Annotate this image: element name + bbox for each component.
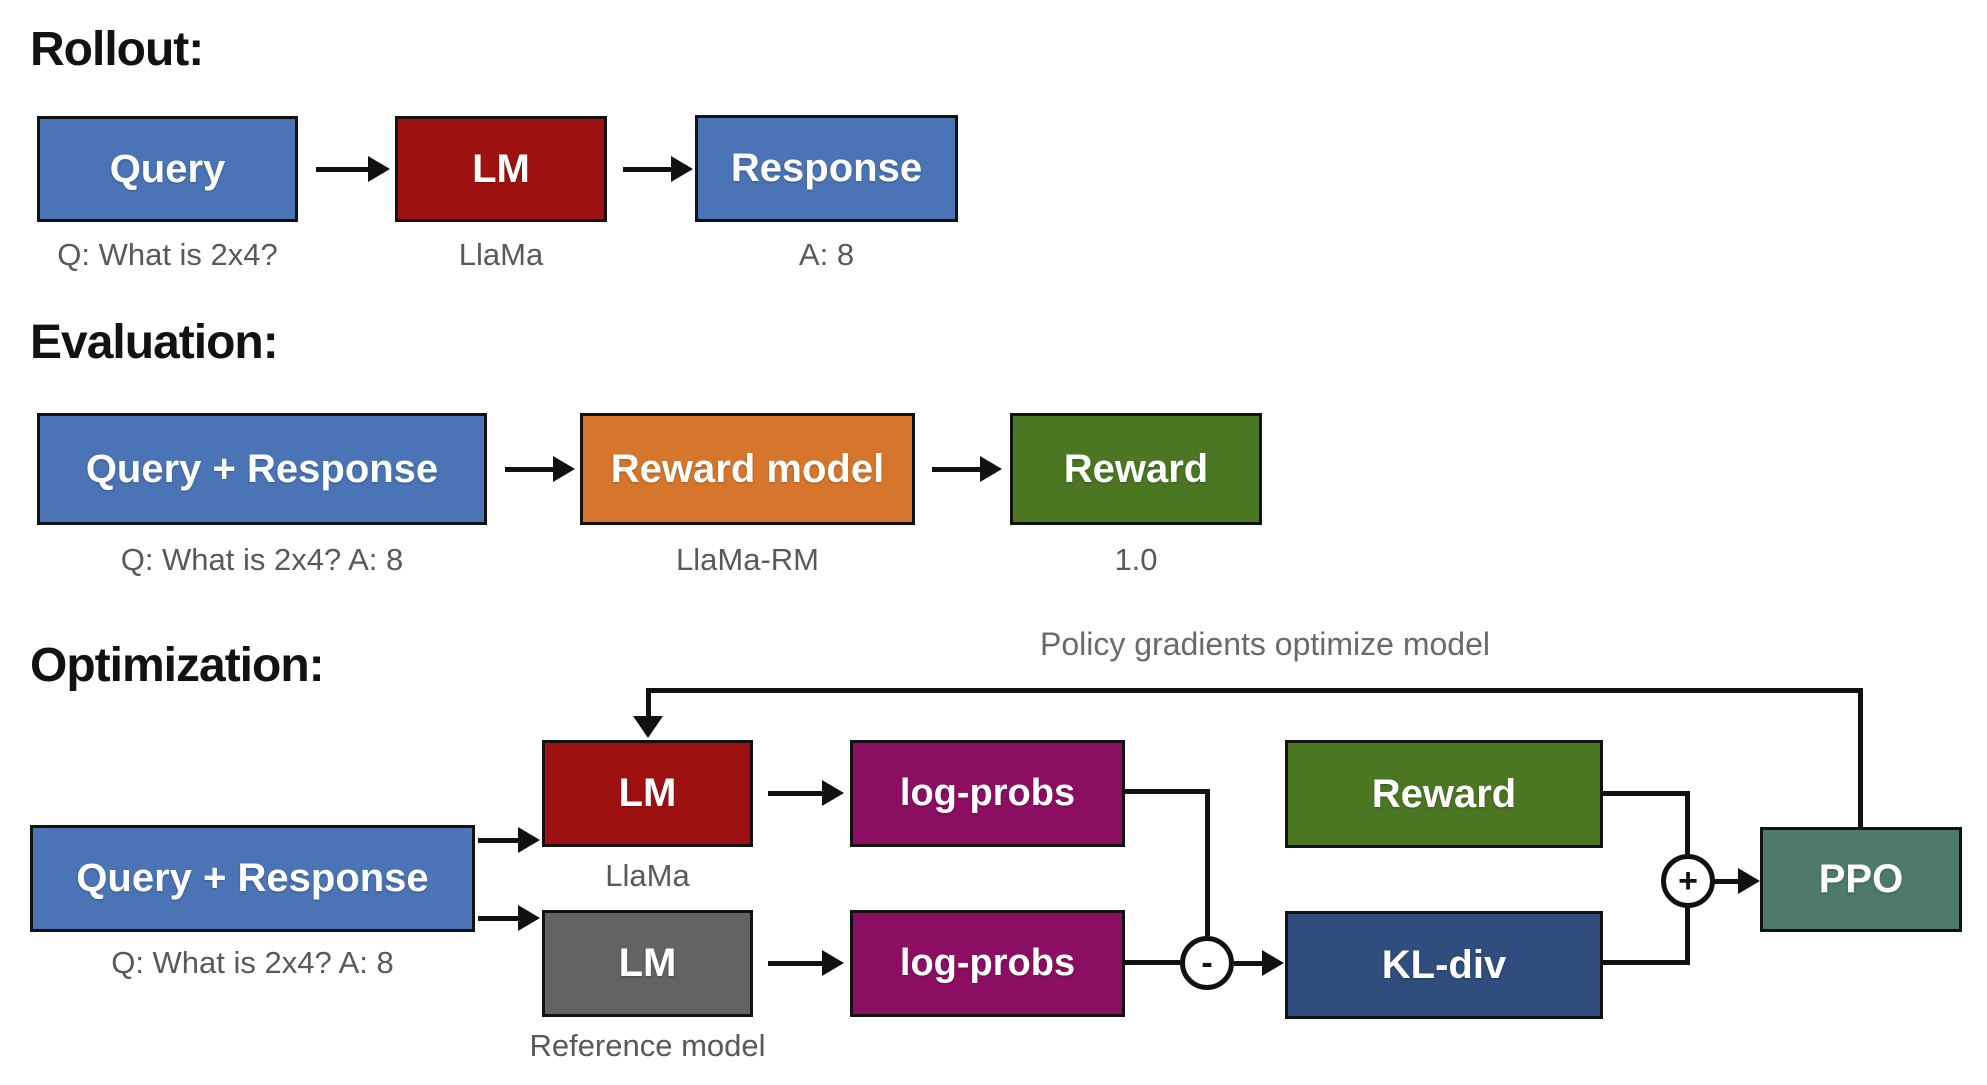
rollout-response-box: Response bbox=[695, 115, 958, 222]
arrow-minus-to-kldiv bbox=[1234, 950, 1284, 976]
arrow-reward-model-to-reward bbox=[932, 456, 1002, 482]
evaluation-reward-box: Reward bbox=[1010, 413, 1262, 525]
optimization-reference-lm-box: LM bbox=[542, 910, 753, 1017]
rollout-lm-box: LM bbox=[395, 116, 607, 222]
reference-logprobs-out-line bbox=[1125, 960, 1180, 965]
arrow-policy-lm-to-logprobs bbox=[768, 780, 844, 806]
optimization-reward-label: Reward bbox=[1371, 771, 1517, 816]
optimization-query-response-sublabel: Q: What is 2x4? A: 8 bbox=[111, 945, 394, 980]
optimization-reward-box: Reward bbox=[1285, 740, 1603, 848]
plus-operator-icon: + bbox=[1661, 854, 1715, 908]
optimization-reference-lm-sublabel: Reference model bbox=[529, 1028, 766, 1063]
arrow-qr-to-policy-lm bbox=[478, 827, 540, 853]
arrow-lm-to-response bbox=[623, 156, 693, 182]
arrow-reference-lm-to-logprobs bbox=[768, 950, 844, 976]
optimization-ppo-box: PPO bbox=[1760, 827, 1962, 932]
loop-right-line bbox=[1858, 688, 1863, 827]
policy-logprobs-out-line bbox=[1125, 789, 1210, 794]
evaluation-query-response-sublabel: Q: What is 2x4? A: 8 bbox=[120, 542, 404, 577]
evaluation-query-response-label: Query + Response bbox=[85, 446, 439, 491]
policy-logprobs-label: log-probs bbox=[899, 772, 1076, 814]
policy-gradient-annotation: Policy gradients optimize model bbox=[1040, 626, 1490, 662]
evaluation-reward-model-box: Reward model bbox=[580, 413, 915, 525]
rollout-response-sublabel: A: 8 bbox=[798, 237, 855, 272]
arrow-plus-to-ppo bbox=[1714, 868, 1760, 894]
evaluation-reward-model-sublabel: LlaMa-RM bbox=[676, 542, 819, 577]
minus-operator-icon: - bbox=[1180, 936, 1234, 990]
reward-down-line bbox=[1685, 791, 1690, 854]
optimization-policy-lm-label: LM bbox=[618, 771, 677, 815]
loop-arrow-into-lm bbox=[633, 688, 663, 738]
optimization-policy-lm-sublabel: LlaMa bbox=[605, 858, 690, 893]
optimization-reference-lm-label: LM bbox=[618, 941, 677, 985]
rollout-lm-label: LM bbox=[472, 146, 530, 191]
optimization-kldiv-label: KL-div bbox=[1381, 942, 1507, 987]
arrow-qr-to-reward-model bbox=[505, 456, 575, 482]
rollout-heading: Rollout: bbox=[30, 23, 204, 76]
arrow-query-to-lm bbox=[316, 156, 390, 182]
optimization-heading: Optimization: bbox=[30, 639, 325, 692]
rollout-response-label: Response bbox=[730, 146, 923, 190]
loop-top-line bbox=[648, 688, 1863, 693]
kldiv-out-line bbox=[1603, 960, 1690, 965]
optimization-query-response-label: Query + Response bbox=[76, 856, 429, 900]
evaluation-reward-model-label: Reward model bbox=[610, 446, 885, 491]
policy-logprobs-down-line bbox=[1205, 789, 1210, 936]
rollout-query-label: Query bbox=[109, 146, 226, 191]
optimization-kldiv-box: KL-div bbox=[1285, 911, 1603, 1019]
evaluation-query-response-box: Query + Response bbox=[37, 413, 487, 525]
policy-logprobs-box: log-probs bbox=[850, 740, 1125, 847]
rollout-query-sublabel: Q: What is 2x4? bbox=[57, 237, 278, 272]
rollout-lm-sublabel: LlaMa bbox=[458, 237, 544, 272]
arrow-qr-to-reference-lm bbox=[478, 905, 540, 931]
rollout-query-box: Query bbox=[37, 116, 298, 222]
evaluation-heading: Evaluation: bbox=[30, 316, 279, 369]
optimization-policy-lm-box: LM bbox=[542, 740, 753, 847]
optimization-query-response-box: Query + Response bbox=[30, 825, 475, 932]
evaluation-reward-sublabel: 1.0 bbox=[1114, 542, 1158, 577]
optimization-ppo-label: PPO bbox=[1818, 857, 1904, 901]
evaluation-reward-label: Reward bbox=[1063, 446, 1209, 491]
kldiv-up-line bbox=[1685, 908, 1690, 965]
reward-out-line bbox=[1603, 791, 1690, 796]
reference-logprobs-box: log-probs bbox=[850, 910, 1125, 1017]
reference-logprobs-label: log-probs bbox=[899, 942, 1076, 984]
